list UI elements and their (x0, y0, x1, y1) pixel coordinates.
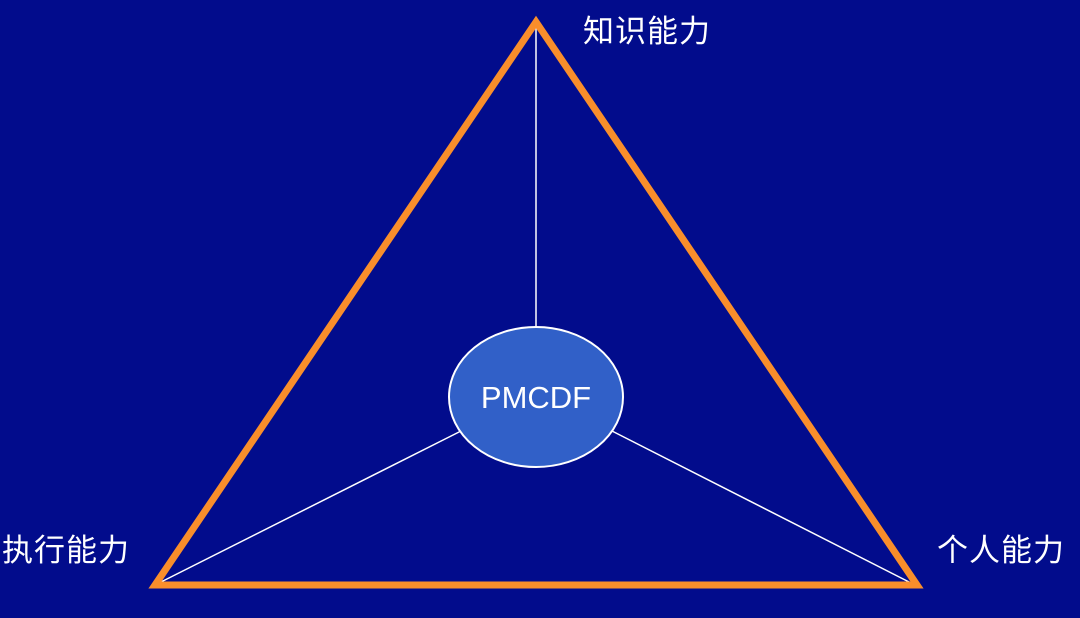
center-ellipse (448, 326, 624, 468)
triangle-outline (148, 15, 924, 589)
label-personal-ability: 个人能力 (937, 533, 1065, 569)
connector-right (611, 430, 916, 586)
center-label: PMCDF (481, 380, 591, 415)
label-knowledge-ability: 知识能力 (583, 14, 711, 50)
connector-left (154, 430, 462, 586)
label-execution-ability: 执行能力 (2, 533, 130, 569)
